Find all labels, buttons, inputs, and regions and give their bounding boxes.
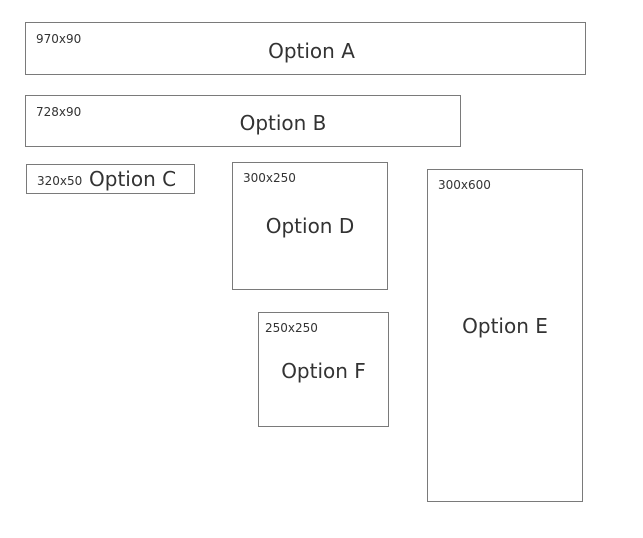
ad-size-label: 970x90 xyxy=(36,32,82,46)
ad-size-label: 300x600 xyxy=(438,178,491,192)
ad-option-label: Option E xyxy=(462,314,548,338)
ad-option-label: Option B xyxy=(239,111,327,135)
ad-option-label: Option C xyxy=(89,167,177,191)
ad-option-f-box[interactable]: 250x250 Option F xyxy=(258,312,389,427)
ad-option-b-box[interactable]: 728x90 Option B xyxy=(25,95,461,147)
ad-option-label: Option F xyxy=(281,359,366,383)
ad-option-c-box[interactable]: 320x50 Option C xyxy=(26,164,195,194)
ad-option-a-box[interactable]: 970x90 Option A xyxy=(25,22,586,75)
ad-option-label: Option A xyxy=(268,39,355,63)
ad-size-label: 250x250 xyxy=(265,321,318,335)
ad-option-label: Option D xyxy=(265,214,355,238)
ad-size-label: 728x90 xyxy=(36,105,82,119)
ad-option-e-box[interactable]: 300x600 Option E xyxy=(427,169,583,502)
ad-size-label: 300x250 xyxy=(243,171,296,185)
ad-size-label: 320x50 xyxy=(37,174,83,188)
ad-option-d-box[interactable]: 300x250 Option D xyxy=(232,162,388,290)
